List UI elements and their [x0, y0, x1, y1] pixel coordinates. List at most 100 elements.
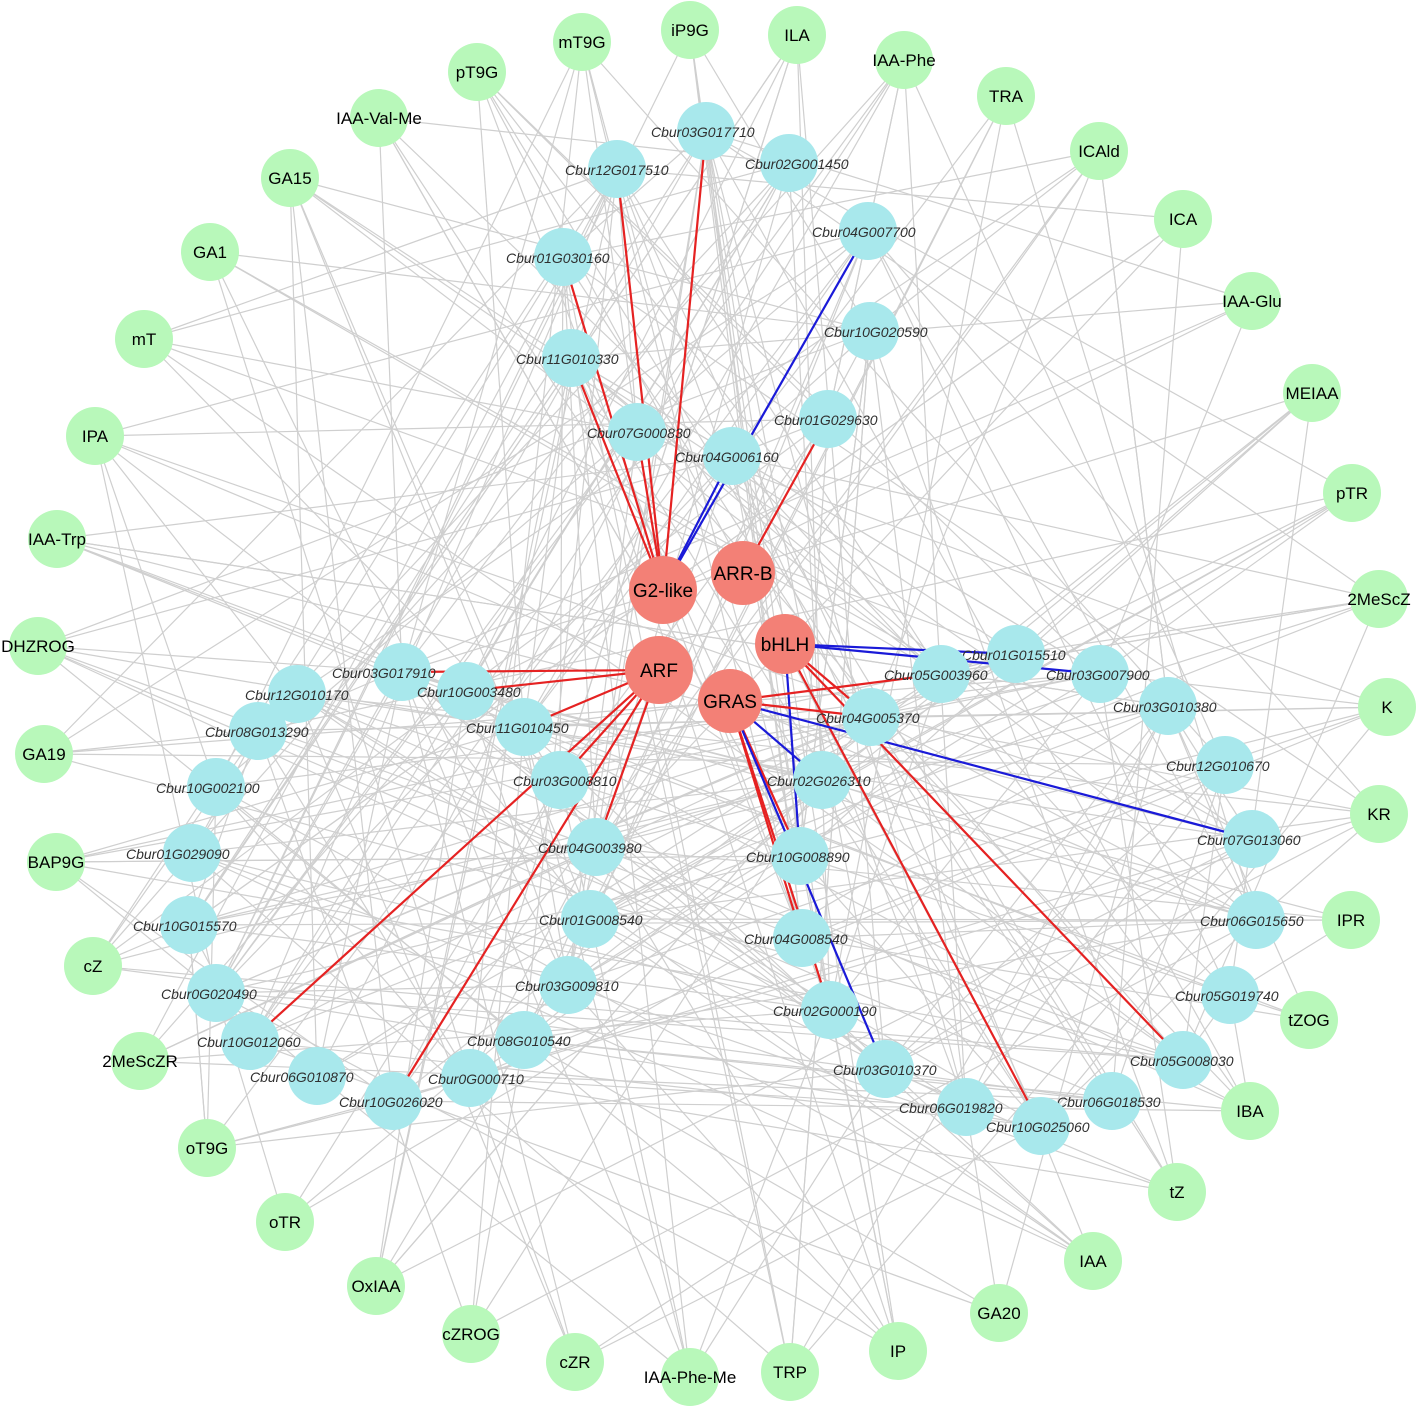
gene-node[interactable]: Cbur12G017510	[565, 140, 669, 198]
metabolite-node[interactable]: oT9G	[178, 1119, 236, 1177]
metabolite-node[interactable]: IAA-Glu	[1222, 272, 1282, 330]
metabolite-node[interactable]: MEIAA	[1283, 364, 1341, 422]
gene-node[interactable]: Cbur05G008030	[1130, 1031, 1234, 1089]
metabolite-node[interactable]: pTR	[1323, 464, 1381, 522]
gene-node[interactable]: Cbur10G002100	[156, 758, 260, 816]
gene-node[interactable]: Cbur03G007900	[1046, 645, 1150, 703]
gene-node[interactable]: Cbur03G017710	[651, 102, 755, 160]
metabolite-node[interactable]: ILA	[768, 6, 826, 64]
gene-node[interactable]: Cbur11G010450	[466, 698, 569, 756]
metabolite-node[interactable]: oTR	[256, 1193, 314, 1251]
gene-node[interactable]: Cbur03G017910	[332, 643, 436, 701]
network-edge	[143, 338, 1017, 655]
tf-edge-positive	[615, 168, 665, 591]
metabolite-node[interactable]: KR	[1350, 785, 1408, 843]
metabolite-node[interactable]: GA20	[970, 1284, 1028, 1342]
metabolite-node[interactable]: mT	[115, 310, 173, 368]
metabolite-node[interactable]: cZ	[64, 937, 122, 995]
gene-label: Cbur03G010370	[833, 1062, 937, 1078]
gene-node[interactable]: Cbur03G010370	[833, 1040, 937, 1098]
metabolite-node[interactable]: IAA	[1064, 1232, 1122, 1290]
metabolite-node[interactable]: OxIAA	[347, 1257, 405, 1315]
gene-node[interactable]: Cbur03G009810	[515, 956, 619, 1014]
metabolite-node[interactable]: ICAld	[1070, 122, 1128, 180]
gene-node[interactable]: Cbur04G008540	[744, 909, 848, 967]
metabolite-node[interactable]: IP	[869, 1322, 927, 1380]
metabolite-node[interactable]: cZR	[546, 1333, 604, 1391]
tf-node[interactable]: GRAS	[698, 669, 762, 733]
gene-node[interactable]: Cbur10G003480	[417, 662, 521, 720]
metabolite-node[interactable]: GA1	[181, 223, 239, 281]
metabolite-node[interactable]: DHZROG	[1, 617, 75, 675]
gene-node[interactable]: Cbur01G030160	[506, 228, 610, 286]
metabolite-node[interactable]: GA15	[261, 149, 319, 207]
metabolite-node[interactable]: mT9G	[553, 13, 611, 71]
metabolite-node[interactable]: IAA-Trp	[28, 510, 86, 568]
tf-node[interactable]: G2-like	[629, 556, 697, 624]
gene-node[interactable]: Cbur0G000710	[428, 1049, 524, 1107]
gene-node[interactable]: Cbur10G015570	[133, 896, 237, 954]
metabolite-node[interactable]: IAA-Val-Me	[336, 89, 422, 147]
metabolite-node[interactable]: tZ	[1148, 1163, 1206, 1221]
metabolite-node[interactable]: IAA-Phe-Me	[644, 1348, 737, 1406]
network-edge	[469, 1077, 576, 1363]
gene-node[interactable]: Cbur12G010170	[245, 665, 349, 723]
metabolite-node[interactable]: 2MeScZ	[1347, 570, 1411, 628]
metabolite-node[interactable]: K	[1358, 678, 1416, 736]
metabolite-node[interactable]: 2MeScZR	[102, 1032, 178, 1090]
gene-node[interactable]: Cbur0G020490	[161, 964, 257, 1022]
gene-node[interactable]: Cbur04G005370	[816, 688, 920, 746]
gene-circle	[588, 140, 646, 198]
gene-node[interactable]: Cbur06G019820	[899, 1078, 1003, 1136]
gene-label: Cbur12G010670	[1166, 758, 1270, 774]
gene-label: Cbur01G029630	[774, 412, 878, 428]
gene-node[interactable]: Cbur10G020590	[824, 302, 928, 360]
metabolite-node[interactable]: IBA	[1221, 1082, 1279, 1140]
gene-node[interactable]: Cbur05G003960	[884, 645, 988, 703]
tf-node[interactable]: ARF	[625, 636, 693, 704]
gene-node[interactable]: Cbur05G019740	[1175, 966, 1279, 1024]
gene-node[interactable]: Cbur04G003980	[538, 818, 642, 876]
gene-node[interactable]: Cbur08G010540	[467, 1011, 571, 1069]
gene-node[interactable]: Cbur06G015650	[1200, 891, 1304, 949]
metabolite-node[interactable]: pT9G	[448, 43, 506, 101]
metabolite-node[interactable]: IPA	[66, 407, 124, 465]
metabolite-node[interactable]: iP9G	[661, 1, 719, 59]
metabolite-label: oTR	[269, 1213, 301, 1232]
gene-node[interactable]: Cbur02G000190	[773, 981, 877, 1039]
gene-node[interactable]: Cbur11G010330	[516, 329, 619, 387]
gene-node[interactable]: Cbur07G013060	[1197, 810, 1301, 868]
gene-node[interactable]: Cbur01G029630	[774, 390, 878, 448]
gene-node[interactable]: Cbur02G001450	[745, 134, 849, 192]
network-edge	[869, 330, 1178, 1193]
metabolite-node[interactable]: GA19	[15, 725, 73, 783]
tf-node[interactable]: bHLH	[755, 614, 815, 674]
metabolite-node[interactable]: IAA-Phe	[872, 31, 936, 89]
gene-node[interactable]: Cbur10G026020	[339, 1072, 443, 1130]
metabolite-label: IAA	[1079, 1252, 1107, 1271]
metabolite-node[interactable]: tZOG	[1280, 991, 1338, 1049]
gene-node[interactable]: Cbur01G015510	[962, 625, 1066, 683]
metabolite-node[interactable]: BAP9G	[27, 833, 85, 891]
gene-node[interactable]: Cbur04G006160	[675, 427, 779, 485]
gene-node[interactable]: Cbur06G018530	[1057, 1072, 1161, 1130]
gene-node[interactable]: Cbur10G008890	[746, 827, 850, 885]
gene-node[interactable]: Cbur08G013290	[205, 702, 309, 760]
gene-node[interactable]: Cbur02G026310	[767, 751, 871, 809]
gene-node[interactable]: Cbur07G000830	[587, 403, 691, 461]
gene-node[interactable]: Cbur01G008540	[539, 890, 643, 948]
gene-node[interactable]: Cbur12G010670	[1166, 736, 1270, 794]
gene-node[interactable]: Cbur10G012060	[197, 1012, 301, 1070]
metabolite-node[interactable]: IPR	[1322, 891, 1380, 949]
gene-node[interactable]: Cbur03G008810	[513, 751, 617, 809]
metabolite-node[interactable]: TRP	[761, 1343, 819, 1401]
gene-node[interactable]: Cbur06G010870	[250, 1047, 354, 1105]
gene-node[interactable]: Cbur10G025060	[986, 1097, 1090, 1155]
gene-node[interactable]: Cbur04G007700	[812, 202, 916, 260]
gene-node[interactable]: Cbur01G029090	[126, 824, 230, 882]
metabolite-node[interactable]: ICA	[1154, 190, 1212, 248]
tf-node[interactable]: ARR-B	[711, 541, 775, 605]
gene-node[interactable]: Cbur03G010380	[1113, 677, 1217, 735]
metabolite-node[interactable]: TRA	[977, 67, 1035, 125]
metabolite-node[interactable]: cZROG	[442, 1305, 500, 1363]
